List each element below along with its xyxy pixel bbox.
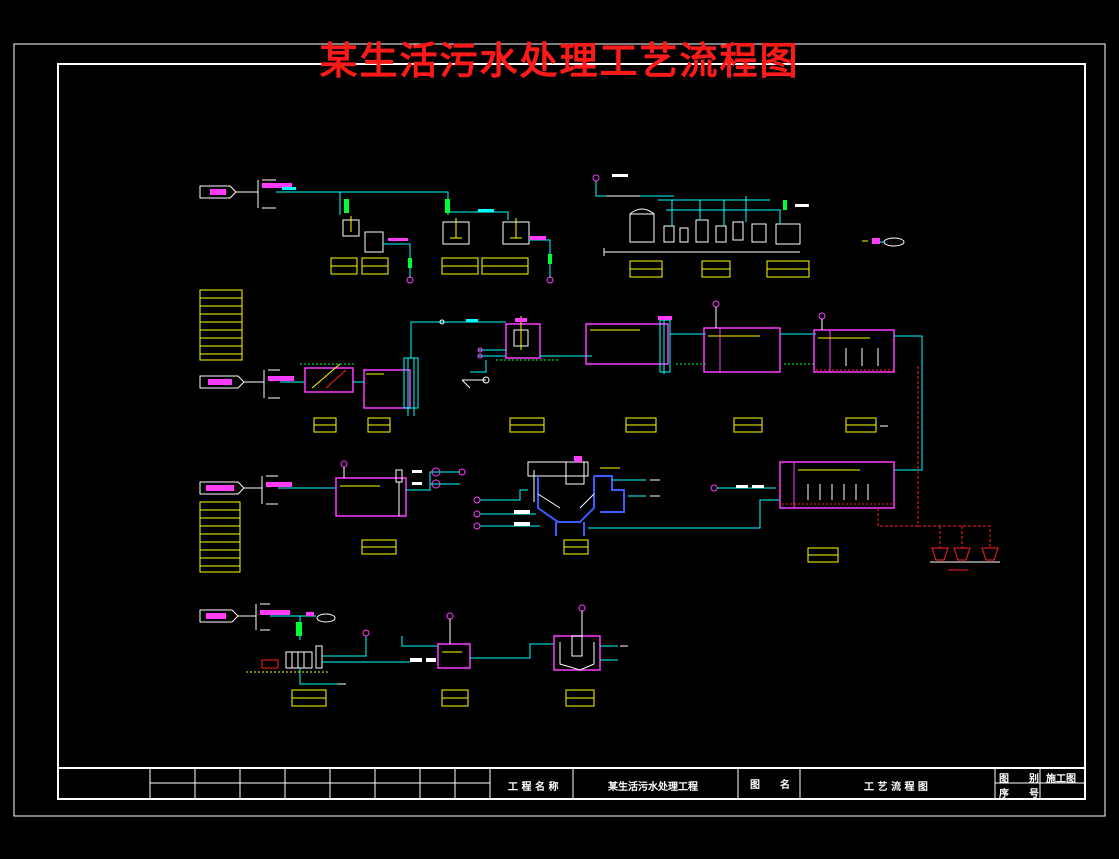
drawing-name: 工 艺 流 程 图	[864, 782, 928, 793]
category-value: 施工图	[1046, 774, 1076, 785]
arrow-icon	[199, 609, 239, 623]
category-label: 图 别	[999, 774, 1039, 785]
tank-icon	[342, 216, 530, 253]
arrow-icon	[199, 185, 237, 199]
title-block	[58, 767, 1085, 799]
clarifier	[527, 456, 625, 536]
arrow-icon	[199, 375, 245, 389]
drawing-label: 图 名	[750, 780, 790, 791]
row-main-process	[199, 289, 923, 471]
drawing-title: 某生活污水处理工艺流程图	[319, 38, 800, 83]
tank-icon	[629, 208, 801, 245]
pump-icon	[931, 547, 999, 561]
sequence-label: 序 号	[999, 789, 1039, 800]
row-dosing	[199, 174, 905, 284]
inner-frame	[57, 63, 1086, 800]
row-sludge	[199, 603, 628, 707]
outer-frame	[13, 43, 1106, 817]
project-name: 某生活污水处理工程	[608, 782, 698, 793]
arrow-icon	[199, 481, 245, 495]
row-secondary	[199, 366, 1000, 573]
project-label: 工 程 名 称	[508, 782, 559, 793]
